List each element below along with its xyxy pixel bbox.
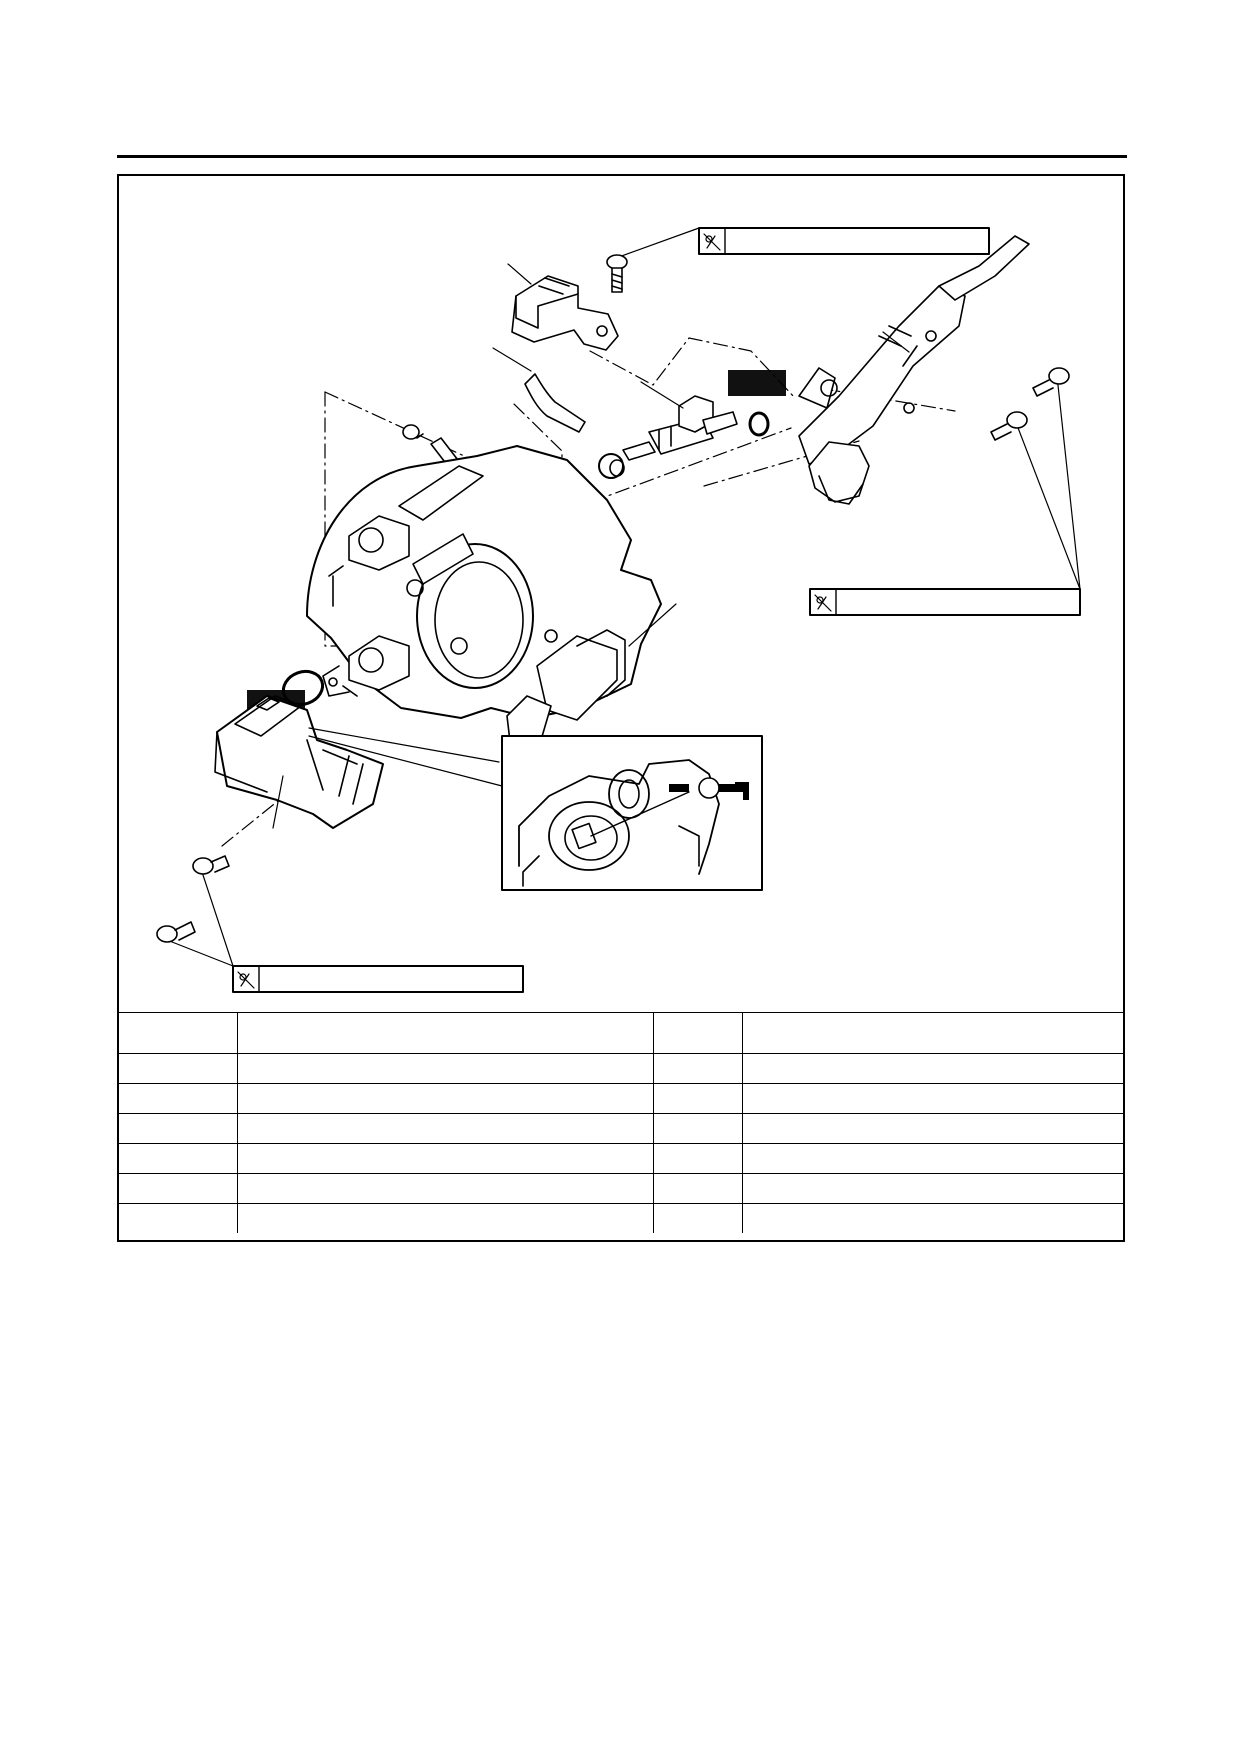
table-cell	[237, 1053, 654, 1084]
table-cell	[653, 1083, 743, 1114]
bolt-lower-2	[156, 921, 196, 943]
table-cell	[742, 1083, 1123, 1114]
table-row	[119, 1083, 1123, 1114]
table-cell	[237, 1143, 654, 1174]
fuel-delivery-pipe	[798, 235, 1030, 505]
header-rule	[117, 155, 1127, 158]
table-cell	[119, 1173, 238, 1204]
table-cell	[237, 1012, 654, 1054]
table-row	[119, 1173, 1123, 1204]
table-cell	[742, 1143, 1123, 1174]
table-cell	[119, 1053, 238, 1084]
bolt-lower-1	[192, 855, 230, 875]
pressure-sensor	[511, 275, 619, 351]
table-cell	[653, 1113, 743, 1144]
torque-badge-right	[809, 588, 1081, 616]
table-cell	[119, 1113, 238, 1144]
leader-lines	[166, 227, 1081, 967]
torque-badge-bottom	[232, 965, 524, 993]
table-cell	[119, 1083, 238, 1114]
exploded-diagram-frame	[117, 174, 1125, 1242]
callout-lines	[272, 263, 910, 829]
table-cell	[119, 1203, 238, 1233]
table-cell	[742, 1012, 1123, 1054]
parts-table	[119, 1012, 1123, 1233]
throttle-body-exploded-view	[156, 227, 1081, 993]
table-cell	[119, 1143, 238, 1174]
table-cell	[742, 1173, 1123, 1204]
table-row	[119, 1203, 1123, 1233]
o-ring-large	[281, 669, 325, 707]
injector-seal	[598, 453, 625, 479]
screw-right-upper	[1032, 367, 1070, 397]
table-cell	[653, 1053, 743, 1084]
throttle-position-sensor	[214, 695, 384, 829]
table-cell	[237, 1113, 654, 1144]
wrench-torque-icon	[703, 233, 721, 251]
screw-right-lower	[990, 411, 1028, 441]
table-row	[119, 1012, 1123, 1054]
table-cell	[742, 1113, 1123, 1144]
alignment-symbol-icon	[669, 777, 749, 800]
table-cell	[742, 1203, 1123, 1233]
table-cell	[653, 1143, 743, 1174]
table-cell	[742, 1053, 1123, 1084]
screw-top	[606, 254, 628, 293]
breather-cap	[402, 424, 424, 440]
table-row	[119, 1053, 1123, 1084]
table-cell	[237, 1203, 654, 1233]
wrench-torque-icon	[237, 971, 255, 989]
table-cell	[237, 1083, 654, 1114]
table-cell	[119, 1012, 238, 1054]
table-cell	[653, 1173, 743, 1204]
throttle-body	[306, 445, 662, 751]
detail-inset	[501, 735, 763, 891]
grease-mark-icon	[728, 370, 786, 396]
torque-badge-top	[698, 227, 990, 255]
table-row	[119, 1113, 1123, 1144]
vacuum-hose	[524, 373, 586, 433]
o-ring-small	[748, 411, 770, 437]
table-cell	[237, 1173, 654, 1204]
table-cell	[653, 1012, 743, 1054]
table-row	[119, 1143, 1123, 1174]
table-cell	[653, 1203, 743, 1233]
wrench-torque-icon	[814, 594, 832, 612]
fuel-injector	[622, 395, 738, 461]
